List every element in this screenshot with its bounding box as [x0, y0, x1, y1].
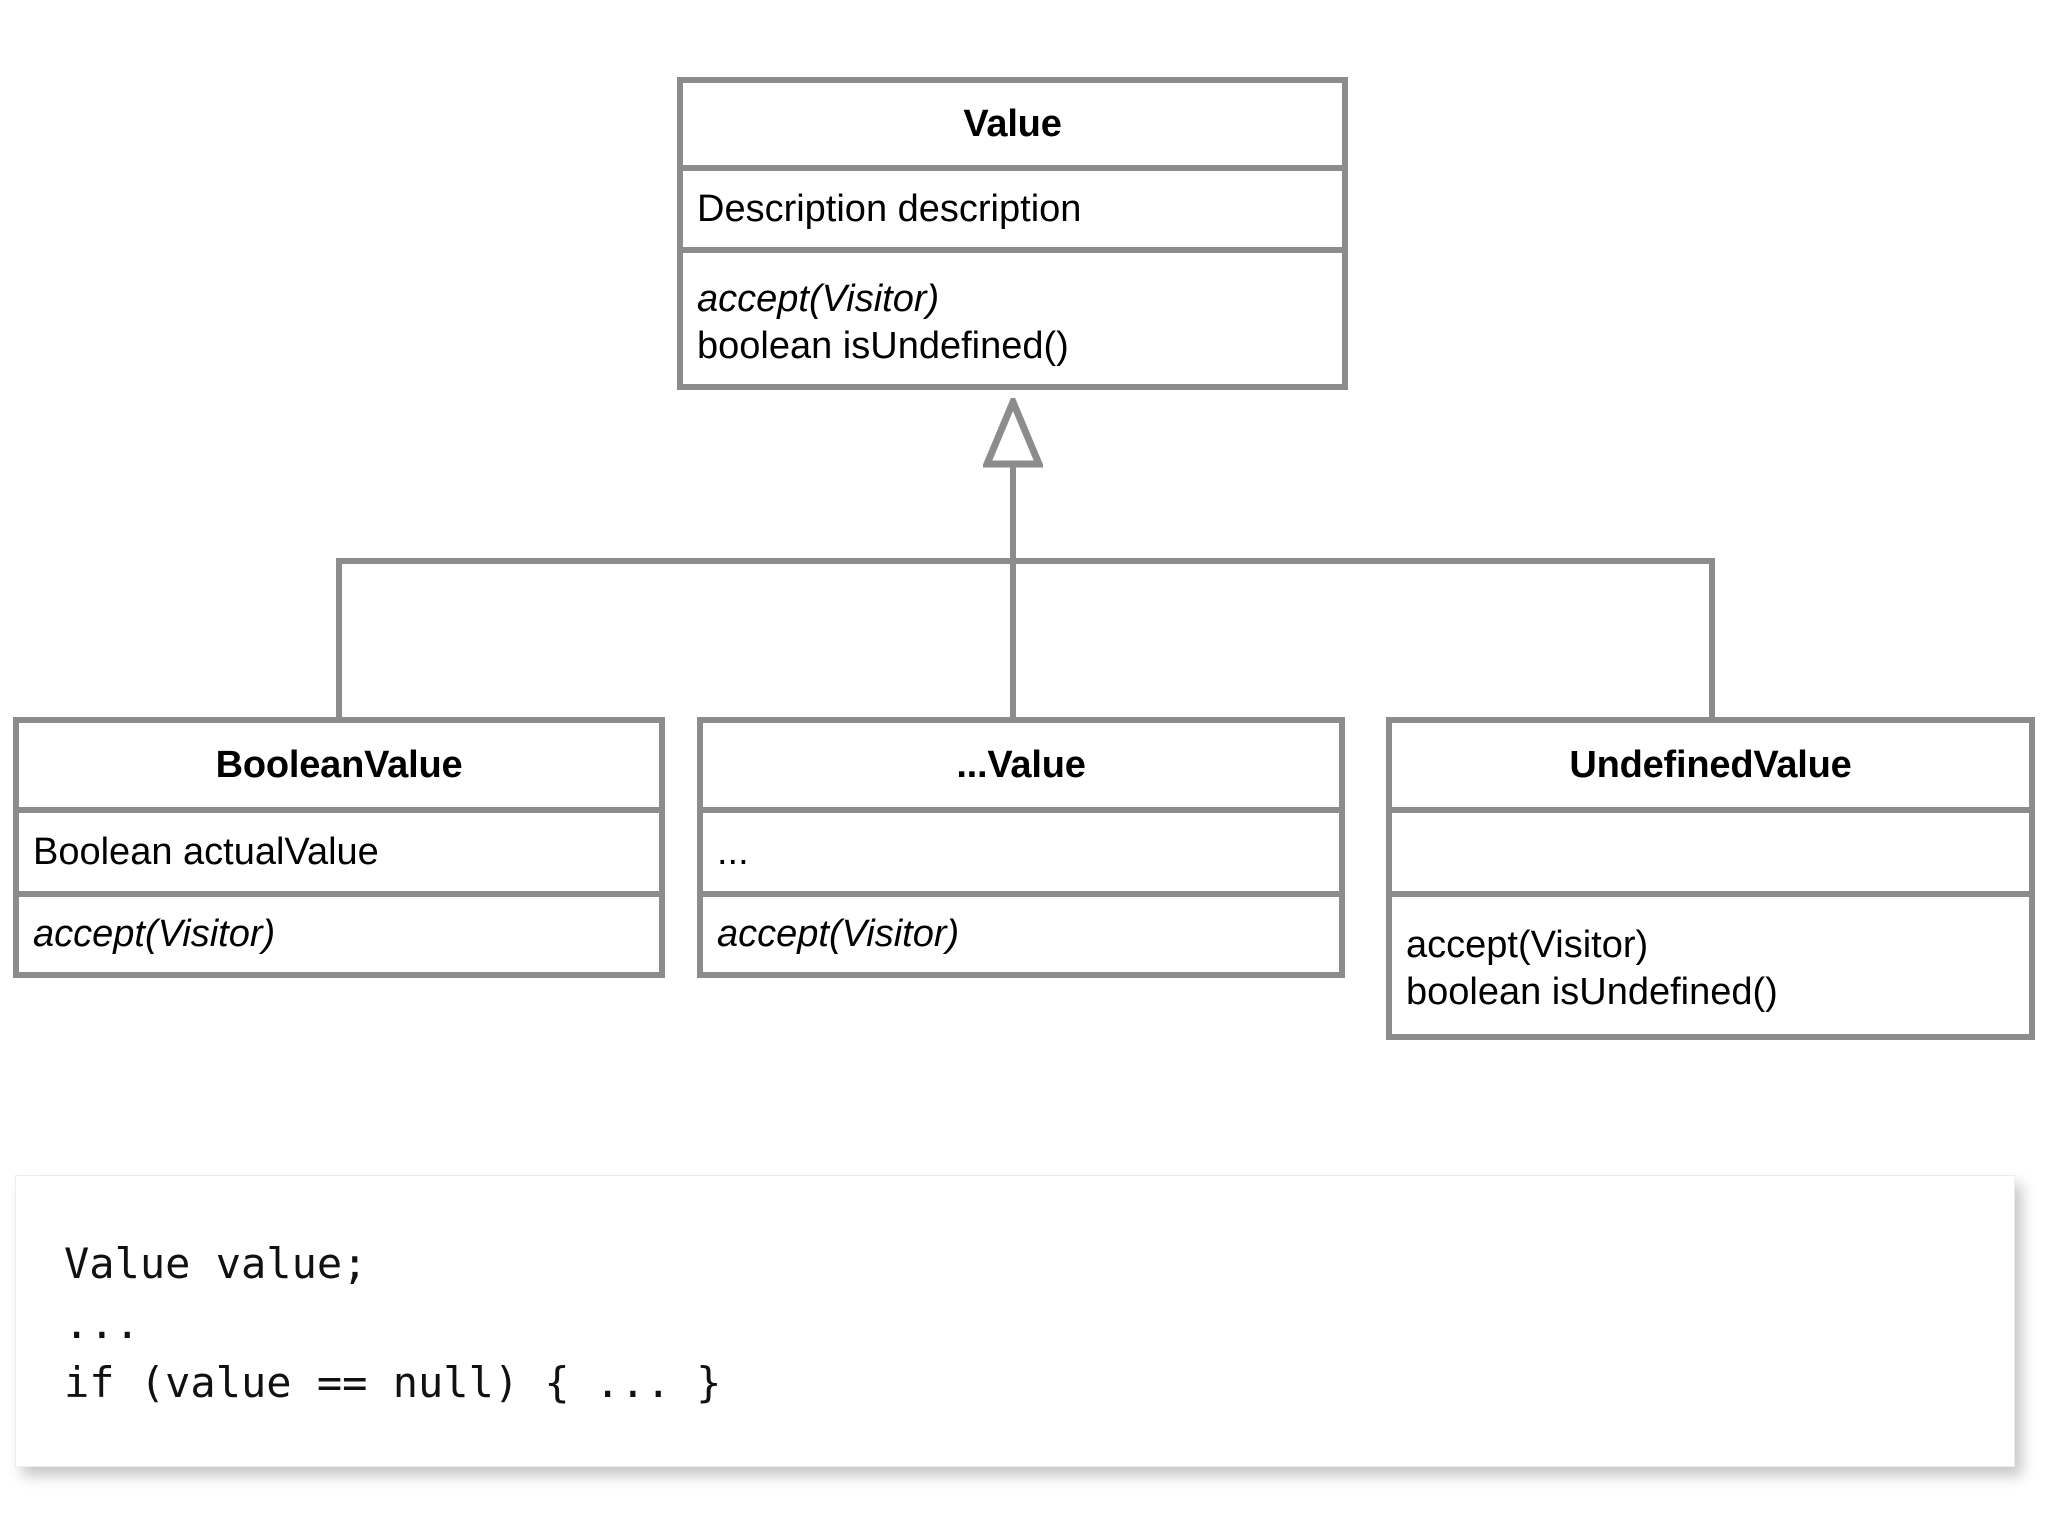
class-name-undefined-value-label: UndefinedValue: [1569, 743, 1852, 786]
class-name-boolean-value-label: BooleanValue: [215, 743, 463, 786]
class-attributes-boolean-value: Boolean actualValue: [19, 807, 659, 891]
class-name-undefined-value: UndefinedValue: [1392, 723, 2029, 807]
class-name-ellipsis-value: ...Value: [703, 723, 1339, 807]
class-methods-boolean-value: accept(Visitor): [19, 891, 659, 972]
inheritance-triangle-icon: [981, 392, 1045, 468]
method-line: boolean isUndefined(): [1406, 970, 1778, 1013]
method-line-abstract: accept(Visitor): [717, 913, 960, 956]
class-box-boolean-value[interactable]: BooleanValue Boolean actualValue accept(…: [13, 717, 665, 978]
connector-bus-horizontal: [336, 558, 1715, 564]
attribute-line: ...: [717, 830, 749, 873]
method-line-abstract: accept(Visitor): [697, 278, 940, 321]
connector-drop-boolean-value: [336, 558, 342, 720]
class-attributes-ellipsis-value: ...: [703, 807, 1339, 891]
class-attributes-value: Description description: [683, 165, 1342, 247]
class-box-value[interactable]: Value Description description accept(Vis…: [677, 77, 1348, 390]
code-line: Value value;: [64, 1239, 368, 1288]
code-snippet-panel: Value value; ... if (value == null) { ..…: [15, 1175, 2015, 1467]
class-box-undefined-value[interactable]: UndefinedValue accept(Visitor) boolean i…: [1386, 717, 2035, 1040]
class-methods-undefined-value: accept(Visitor) boolean isUndefined(): [1392, 891, 2029, 1034]
method-line: accept(Visitor): [1406, 924, 1649, 967]
class-attributes-undefined-value: [1392, 807, 2029, 891]
class-methods-ellipsis-value: accept(Visitor): [703, 891, 1339, 972]
method-line: boolean isUndefined(): [697, 324, 1069, 367]
class-methods-value: accept(Visitor) boolean isUndefined(): [683, 247, 1342, 384]
attribute-line: Boolean actualValue: [33, 830, 379, 873]
class-name-value-label: Value: [963, 102, 1062, 145]
connector-stem-vertical: [1010, 462, 1016, 561]
class-name-boolean-value: BooleanValue: [19, 723, 659, 807]
code-line: if (value == null) { ... }: [64, 1358, 722, 1408]
class-box-ellipsis-value[interactable]: ...Value ... accept(Visitor): [697, 717, 1345, 978]
code-line: ...: [64, 1298, 140, 1348]
method-line-abstract: accept(Visitor): [33, 913, 276, 956]
class-name-value: Value: [683, 83, 1342, 165]
connector-drop-undefined-value: [1709, 558, 1715, 720]
attribute-line: Description description: [697, 187, 1082, 230]
class-name-ellipsis-value-label: ...Value: [956, 743, 1086, 786]
connector-drop-ellipsis-value: [1010, 558, 1016, 720]
